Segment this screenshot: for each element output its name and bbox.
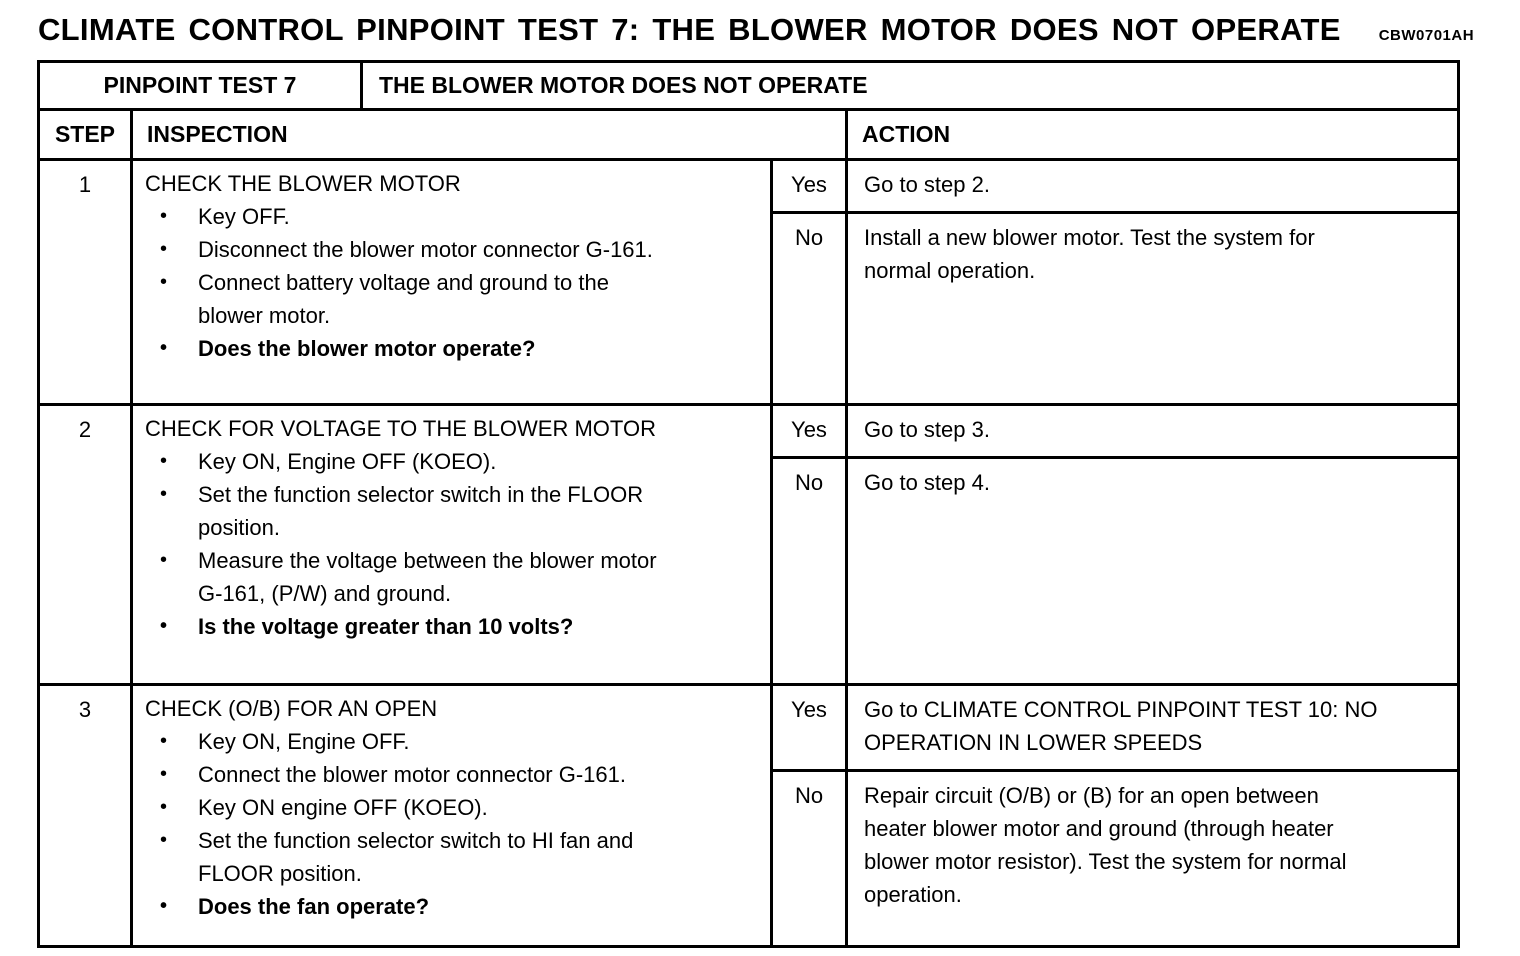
result-row: No Install a new blower motor. Test the s… [773, 211, 1457, 403]
bullet-text: Set the function selector switch in the … [198, 482, 644, 540]
column-header-inspection: INSPECTION [133, 111, 848, 158]
action-cell: Install a new blower motor. Test the sys… [864, 225, 1315, 283]
action-area: Yes Go to step 2. No Install a new blower m… [773, 161, 1457, 403]
result-row: Yes Go to step 3. [773, 406, 1457, 456]
table-row: 3 CHECK (O/B) FOR AN OPEN • Key ON, Engin… [40, 686, 1457, 945]
pinpoint-test-title: THE BLOWER MOTOR DOES NOT OPERATE [379, 72, 868, 98]
inspection-bullet-item: • Is the voltage greater than 10 volts? [133, 610, 770, 643]
bullet-text: Set the function selector switch to HI f… [198, 828, 634, 886]
bullet-text: Key ON, Engine OFF (KOEO). [198, 449, 497, 474]
answer-cell: Yes [773, 686, 848, 769]
bullet-text: Does the blower motor operate? [198, 336, 536, 361]
page-title: CLIMATE CONTROL PINPOINT TEST 7: THE BLO… [38, 12, 1341, 47]
inspection-bullet-item: • Key ON engine OFF (KOEO). [133, 791, 770, 824]
bullet-icon: • [160, 829, 168, 851]
answer-cell: Yes [773, 161, 848, 211]
table-row: 1 CHECK THE BLOWER MOTOR • Key OFF. • Disco… [40, 161, 1457, 406]
bullet-text: Disconnect the blower motor connector G-… [198, 237, 653, 262]
action-cell: Go to CLIMATE CONTROL PINPOINT TEST 10: … [864, 697, 1378, 755]
action-cell: Go to step 4. [864, 470, 990, 495]
bullet-text: Key ON, Engine OFF. [198, 729, 410, 754]
action-cell: Go to step 3. [864, 417, 990, 442]
answer-cell: No [773, 214, 848, 403]
action-area: Yes Go to CLIMATE CONTROL PINPOINT TEST 1… [773, 686, 1457, 945]
result-row: Yes Go to CLIMATE CONTROL PINPOINT TEST 1… [773, 686, 1457, 769]
action-cell: Repair circuit (O/B) or (B) for an open … [864, 783, 1347, 907]
bullet-icon: • [160, 796, 168, 818]
bullet-text: Connect the blower motor connector G-161… [198, 762, 627, 787]
bullet-text: Connect battery voltage and ground to th… [198, 270, 609, 328]
inspection-bullet-item: • Connect battery voltage and ground to t… [133, 266, 770, 332]
bullet-text: Key ON engine OFF (KOEO). [198, 795, 488, 820]
column-header-action: ACTION [862, 121, 951, 147]
step-number: 2 [40, 406, 133, 683]
bullet-text: Does the fan operate? [198, 894, 430, 919]
answer-cell: No [773, 772, 848, 945]
pinpoint-test-table: PINPOINT TEST 7 THE BLOWER MOTOR DOES NO… [37, 60, 1460, 948]
inspection-bullet-item: • Key ON, Engine OFF (KOEO). [133, 445, 770, 478]
inspection-heading: CHECK THE BLOWER MOTOR [145, 171, 461, 196]
inspection-cell: CHECK FOR VOLTAGE TO THE BLOWER MOTOR • K… [133, 406, 773, 683]
inspection-bullet-item: • Set the function selector switch in the… [133, 478, 770, 544]
column-header-step: STEP [40, 111, 133, 158]
inspection-bullet-item: • Set the function selector switch to HI … [133, 824, 770, 890]
bullet-icon: • [160, 549, 168, 571]
inspection-bullet-item: • Key ON, Engine OFF. [133, 725, 770, 758]
inspection-bullet-item: • Connect the blower motor connector G-16… [133, 758, 770, 791]
bullet-icon: • [160, 238, 168, 260]
bullet-icon: • [160, 730, 168, 752]
inspection-heading: CHECK FOR VOLTAGE TO THE BLOWER MOTOR [145, 416, 656, 441]
bullet-text: Key OFF. [198, 204, 290, 229]
bullet-icon: • [160, 271, 168, 293]
inspection-bullet-item: • Does the blower motor operate? [133, 332, 770, 365]
answer-cell: No [773, 459, 848, 683]
bullet-icon: • [160, 763, 168, 785]
inspection-bullet-item: • Disconnect the blower motor connector G… [133, 233, 770, 266]
bullet-icon: • [160, 483, 168, 505]
inspection-cell: CHECK THE BLOWER MOTOR • Key OFF. • Disconn… [133, 161, 773, 403]
inspection-bullets: • Key OFF. • Disconnect the blower motor co… [133, 200, 770, 365]
pinpoint-test-label: PINPOINT TEST 7 [40, 63, 363, 108]
bullet-icon: • [160, 337, 168, 359]
inspection-cell: CHECK (O/B) FOR AN OPEN • Key ON, Engine … [133, 686, 773, 945]
answer-cell: Yes [773, 406, 848, 456]
inspection-bullets: • Key ON, Engine OFF (KOEO). • Set the func… [133, 445, 770, 643]
action-area: Yes Go to step 3. No Go to step 4. [773, 406, 1457, 683]
bullet-text: Measure the voltage between the blower m… [198, 548, 657, 606]
table-title-row: PINPOINT TEST 7 THE BLOWER MOTOR DOES NO… [40, 63, 1457, 111]
inspection-bullets: • Key ON, Engine OFF. • Connect the blower … [133, 725, 770, 923]
inspection-bullet-item: • Measure the voltage between the blower … [133, 544, 770, 610]
doc-code: CBW0701AH [1378, 27, 1475, 44]
result-row: Yes Go to step 2. [773, 161, 1457, 211]
bullet-text: Is the voltage greater than 10 volts? [198, 614, 574, 639]
result-row: No Go to step 4. [773, 456, 1457, 683]
inspection-heading: CHECK (O/B) FOR AN OPEN [145, 696, 438, 721]
inspection-bullet-item: • Key OFF. [133, 200, 770, 233]
bullet-icon: • [160, 205, 168, 227]
inspection-bullet-item: • Does the fan operate? [133, 890, 770, 923]
table-row: 2 CHECK FOR VOLTAGE TO THE BLOWER MOTOR … [40, 406, 1457, 686]
title-bar: CLIMATE CONTROL PINPOINT TEST 7: THE BLO… [38, 12, 1482, 48]
bullet-icon: • [160, 615, 168, 637]
step-number: 3 [40, 686, 133, 945]
step-number: 1 [40, 161, 133, 403]
bullet-icon: • [160, 895, 168, 917]
bullet-icon: • [160, 450, 168, 472]
action-cell: Go to step 2. [864, 172, 990, 197]
column-header-row: STEP INSPECTION ACTION [40, 111, 1457, 161]
